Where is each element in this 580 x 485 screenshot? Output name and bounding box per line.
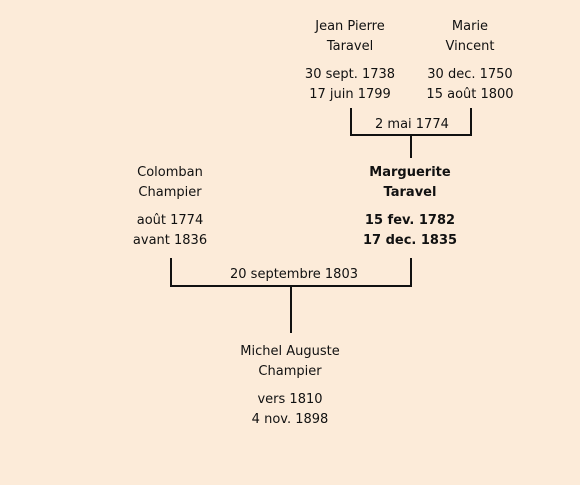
person-last-name: Vincent: [445, 39, 495, 54]
person-colomban-champier[interactable]: Colomban Champier août 1774 avant 1836: [90, 163, 250, 251]
person-last-name: Taravel: [326, 39, 374, 54]
person-jean-pierre-taravel[interactable]: Jean Pierre Taravel 30 sept. 1738 17 jui…: [270, 17, 430, 105]
person-dates: 30 sept. 1738 17 juin 1799: [270, 65, 430, 105]
connector-line: [410, 258, 412, 287]
marriage-date-taravel-vincent: 2 mai 1774: [373, 117, 451, 133]
connector-line: [350, 108, 352, 136]
connector-line: [470, 108, 472, 136]
connector-line: [290, 285, 292, 333]
birth-date: août 1774: [136, 213, 204, 228]
person-dates: 30 dec. 1750 15 août 1800: [390, 65, 550, 105]
death-date: 15 août 1800: [426, 87, 514, 102]
marriage-date-champier-taravel: 20 septembre 1803: [228, 267, 360, 283]
birth-date: 15 fev. 1782: [364, 213, 456, 228]
person-first-name: Colomban: [137, 165, 203, 180]
person-first-name: Jean Pierre: [315, 19, 385, 34]
death-date: 17 dec. 1835: [362, 233, 458, 248]
person-last-name: Champier: [138, 185, 202, 200]
birth-date: 30 dec. 1750: [427, 67, 513, 82]
person-dates: vers 1810 4 nov. 1898: [210, 390, 370, 430]
person-michel-auguste-champier[interactable]: Michel Auguste Champier vers 1810 4 nov.…: [210, 342, 370, 430]
birth-date: 30 sept. 1738: [304, 67, 396, 82]
person-dates: août 1774 avant 1836: [90, 211, 250, 251]
connector-line: [410, 134, 412, 158]
person-last-name: Champier: [258, 364, 322, 379]
person-marie-vincent[interactable]: Marie Vincent 30 dec. 1750 15 août 1800: [390, 17, 550, 105]
person-marguerite-taravel[interactable]: Marguerite Taravel 15 fev. 1782 17 dec. …: [330, 163, 490, 251]
person-first-name: Marie: [451, 19, 489, 34]
person-first-name: Michel Auguste: [240, 344, 340, 359]
birth-date: vers 1810: [257, 392, 323, 407]
person-first-name: Marguerite: [369, 165, 451, 180]
death-date: 4 nov. 1898: [251, 412, 329, 427]
person-dates: 15 fev. 1782 17 dec. 1835: [330, 211, 490, 251]
death-date: avant 1836: [132, 233, 208, 248]
connector-line: [170, 258, 172, 287]
death-date: 17 juin 1799: [309, 87, 391, 102]
person-last-name: Taravel: [383, 185, 437, 200]
